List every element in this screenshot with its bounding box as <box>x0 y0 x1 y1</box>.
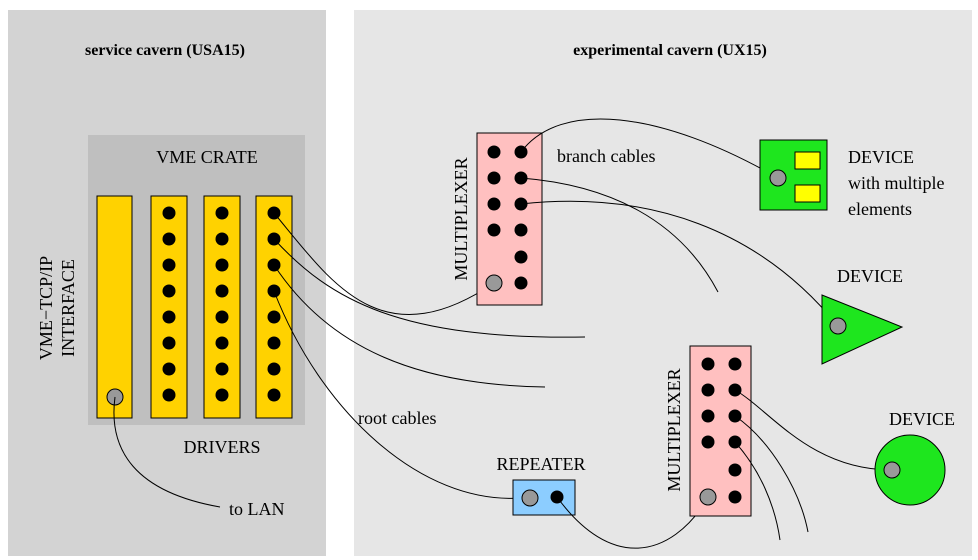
service-cavern-title: service cavern (USA15) <box>85 42 245 59</box>
multiplexer-top-label: MULTIPLEXER <box>451 157 471 280</box>
interface-label-line1: VME−TCP/IP <box>36 256 56 360</box>
device-element-1 <box>794 151 821 170</box>
root-cables-label: root cables <box>358 408 436 428</box>
vme-crate-title: VME CRATE <box>156 147 258 167</box>
device-circle-port <box>883 461 901 479</box>
device-multi-label-line3: elements <box>848 199 912 219</box>
multiplexer-top <box>476 132 543 306</box>
device-triangle-port <box>829 317 847 335</box>
multiplexer-bottom <box>689 345 752 517</box>
repeater-label: REPEATER <box>496 454 585 474</box>
vme-interface-module <box>96 195 133 419</box>
driver-module-3 <box>255 195 293 419</box>
driver-module-1 <box>150 195 188 419</box>
device-circle-label: DEVICE <box>889 409 955 429</box>
experimental-cavern-region <box>354 10 972 556</box>
to-lan-label: to LAN <box>229 499 285 519</box>
device-multi-label-line1: DEVICE <box>848 147 914 167</box>
device-multi-port <box>769 169 787 187</box>
multiplexer-top-ports <box>485 145 528 292</box>
experimental-cavern-title: experimental cavern (UX15) <box>573 42 767 59</box>
repeater-input-port <box>521 489 539 507</box>
branch-cables-label: branch cables <box>557 146 655 166</box>
repeater-to-multiplexer-cable <box>556 496 709 549</box>
branch-cables-top <box>520 118 839 327</box>
lan-cable <box>113 396 221 508</box>
device-triangle-label: DEVICE <box>837 266 903 286</box>
device-triangle <box>821 294 904 365</box>
device-circle <box>874 434 946 506</box>
drivers-label: DRIVERS <box>183 437 260 457</box>
driver-module-2 <box>203 195 241 419</box>
device-element-2 <box>794 184 821 203</box>
device-multi-label-line2: with multiple <box>848 173 945 193</box>
interface-label-line2: INTERFACE <box>58 259 78 357</box>
multiplexer-bottom-label: MULTIPLEXER <box>664 368 684 491</box>
branch-cables-bottom <box>734 389 893 541</box>
root-cables <box>273 212 586 499</box>
